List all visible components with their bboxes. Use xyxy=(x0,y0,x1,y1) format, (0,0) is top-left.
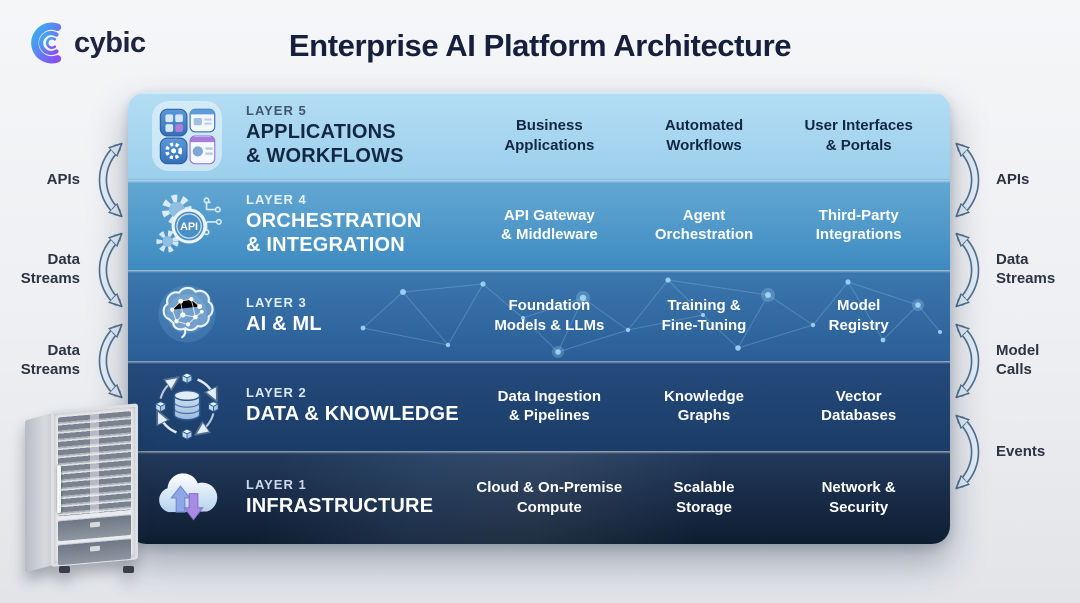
layer4-item-3: Third-Party Integrations xyxy=(815,206,902,244)
brand-name: cybic xyxy=(74,26,146,59)
left-arrow-apis-icon xyxy=(86,134,128,226)
cybic-logo-icon xyxy=(31,22,62,64)
left-label-data-streams-2: Data Streams xyxy=(20,342,80,378)
layer-row-ai-ml: LAYER 3 AI & ML Foundation Models & LLMs… xyxy=(128,270,950,361)
right-arrow-events-icon xyxy=(950,406,992,498)
layer2-icon-cell xyxy=(128,368,246,444)
layer4-name: ORCHESTRATION & INTEGRATION xyxy=(246,210,422,256)
left-arrow-data-streams-2-icon xyxy=(86,315,128,407)
left-label-data-streams-1: Data Streams xyxy=(20,251,80,287)
layer3-item-1: Foundation Models & LLMs xyxy=(494,297,605,334)
layer1-item-3: Network & Security xyxy=(821,479,896,516)
layer1-item-2: Scalable Storage xyxy=(673,479,735,516)
layer1-name: INFRASTRUCTURE xyxy=(246,494,434,517)
server-rack-handle xyxy=(57,465,61,514)
layer5-item-1: Business Applications xyxy=(504,117,595,154)
left-label-apis: APIs xyxy=(46,171,80,188)
layer2-item-3: Vector Databases xyxy=(821,387,897,425)
layer5-eyebrow: LAYER 5 xyxy=(246,102,307,118)
gears-api-icon: API xyxy=(156,194,222,253)
layer2-item-1: Data Ingestion & Pipelines xyxy=(497,387,601,425)
layer4-item-1: API Gateway & Middleware xyxy=(500,206,598,244)
server-rack-units xyxy=(58,411,131,517)
layer4-eyebrow: LAYER 4 xyxy=(246,192,307,208)
right-label-data-streams: Data Streams xyxy=(996,251,1056,287)
architecture-stack: LAYER 5 APPLICATIONS & WORKFLOWS Busines… xyxy=(128,92,950,544)
right-label-events: Events xyxy=(996,443,1046,460)
layer1-item-1: Cloud & On-Premise Compute xyxy=(476,479,623,516)
layer3-item-3: Model Registry xyxy=(828,297,889,334)
layer5-label: LAYER 5 APPLICATIONS & WORKFLOWS xyxy=(246,103,472,168)
brand-logo: cybic xyxy=(26,22,146,64)
right-label-apis: APIs xyxy=(996,171,1030,188)
layer2-item-2: Knowledge Graphs xyxy=(663,387,744,425)
server-rack xyxy=(25,401,138,573)
server-rack-vent-2 xyxy=(58,538,131,566)
right-arrow-data-streams-icon xyxy=(950,224,992,316)
layer-row-infrastructure: LAYER 1 INFRASTRUCTURE Cloud & On-Premis… xyxy=(128,451,950,544)
layer1-eyebrow: LAYER 1 xyxy=(246,476,307,492)
layer5-item-2: Automated Workflows xyxy=(664,117,744,154)
layer2-label: LAYER 2 DATA & KNOWLEDGE xyxy=(246,385,472,427)
layer4-label: LAYER 4 ORCHESTRATION & INTEGRATION xyxy=(246,192,472,257)
right-label-model-calls: Model Calls xyxy=(996,342,1040,378)
layer1-label: LAYER 1 INFRASTRUCTURE xyxy=(246,477,472,519)
layer3-item-2: Training & Fine-Tuning xyxy=(661,297,747,334)
server-rack-front-panel xyxy=(51,403,138,567)
layer3-label: LAYER 3 AI & ML xyxy=(246,295,472,337)
layer-row-applications: LAYER 5 APPLICATIONS & WORKFLOWS Busines… xyxy=(128,92,950,180)
server-rack-foot-1 xyxy=(59,566,70,573)
layer5-item-3: User Interfaces & Portals xyxy=(804,117,913,154)
right-arrow-apis-icon xyxy=(950,134,992,226)
server-rack-side-panel xyxy=(25,413,53,573)
layer-row-orchestration: API LAYER 4 ORCHESTRATION & INTEGRATION … xyxy=(128,180,950,270)
right-arrow-model-calls-icon xyxy=(950,315,992,407)
layer5-icon-cell xyxy=(128,99,246,173)
layer2-name: DATA & KNOWLEDGE xyxy=(246,403,459,426)
layer3-icon-cell xyxy=(128,278,246,354)
left-arrow-data-streams-1-icon xyxy=(86,224,128,316)
layer4-item-2: Agent Orchestration xyxy=(654,206,754,244)
layer5-name: APPLICATIONS & WORKFLOWS xyxy=(246,120,404,167)
layer3-eyebrow: LAYER 3 xyxy=(246,294,307,310)
layer-row-data-knowledge: LAYER 2 DATA & KNOWLEDGE Data Ingestion … xyxy=(128,361,950,451)
database-sync-icon xyxy=(154,372,220,440)
layer4-icon-cell: API xyxy=(128,188,246,262)
server-rack-vent-1 xyxy=(58,514,131,542)
brain-icon xyxy=(158,284,216,342)
layer3-name: AI & ML xyxy=(246,312,322,335)
app-grid-icon xyxy=(152,100,222,171)
page-title: Enterprise AI Platform Architecture xyxy=(288,28,792,63)
layer1-icon-cell xyxy=(128,459,246,537)
layer2-eyebrow: LAYER 2 xyxy=(246,385,307,401)
cloud-transfer-icon xyxy=(159,472,218,521)
server-rack-foot-2 xyxy=(123,566,134,573)
svg-text:API: API xyxy=(180,221,198,233)
